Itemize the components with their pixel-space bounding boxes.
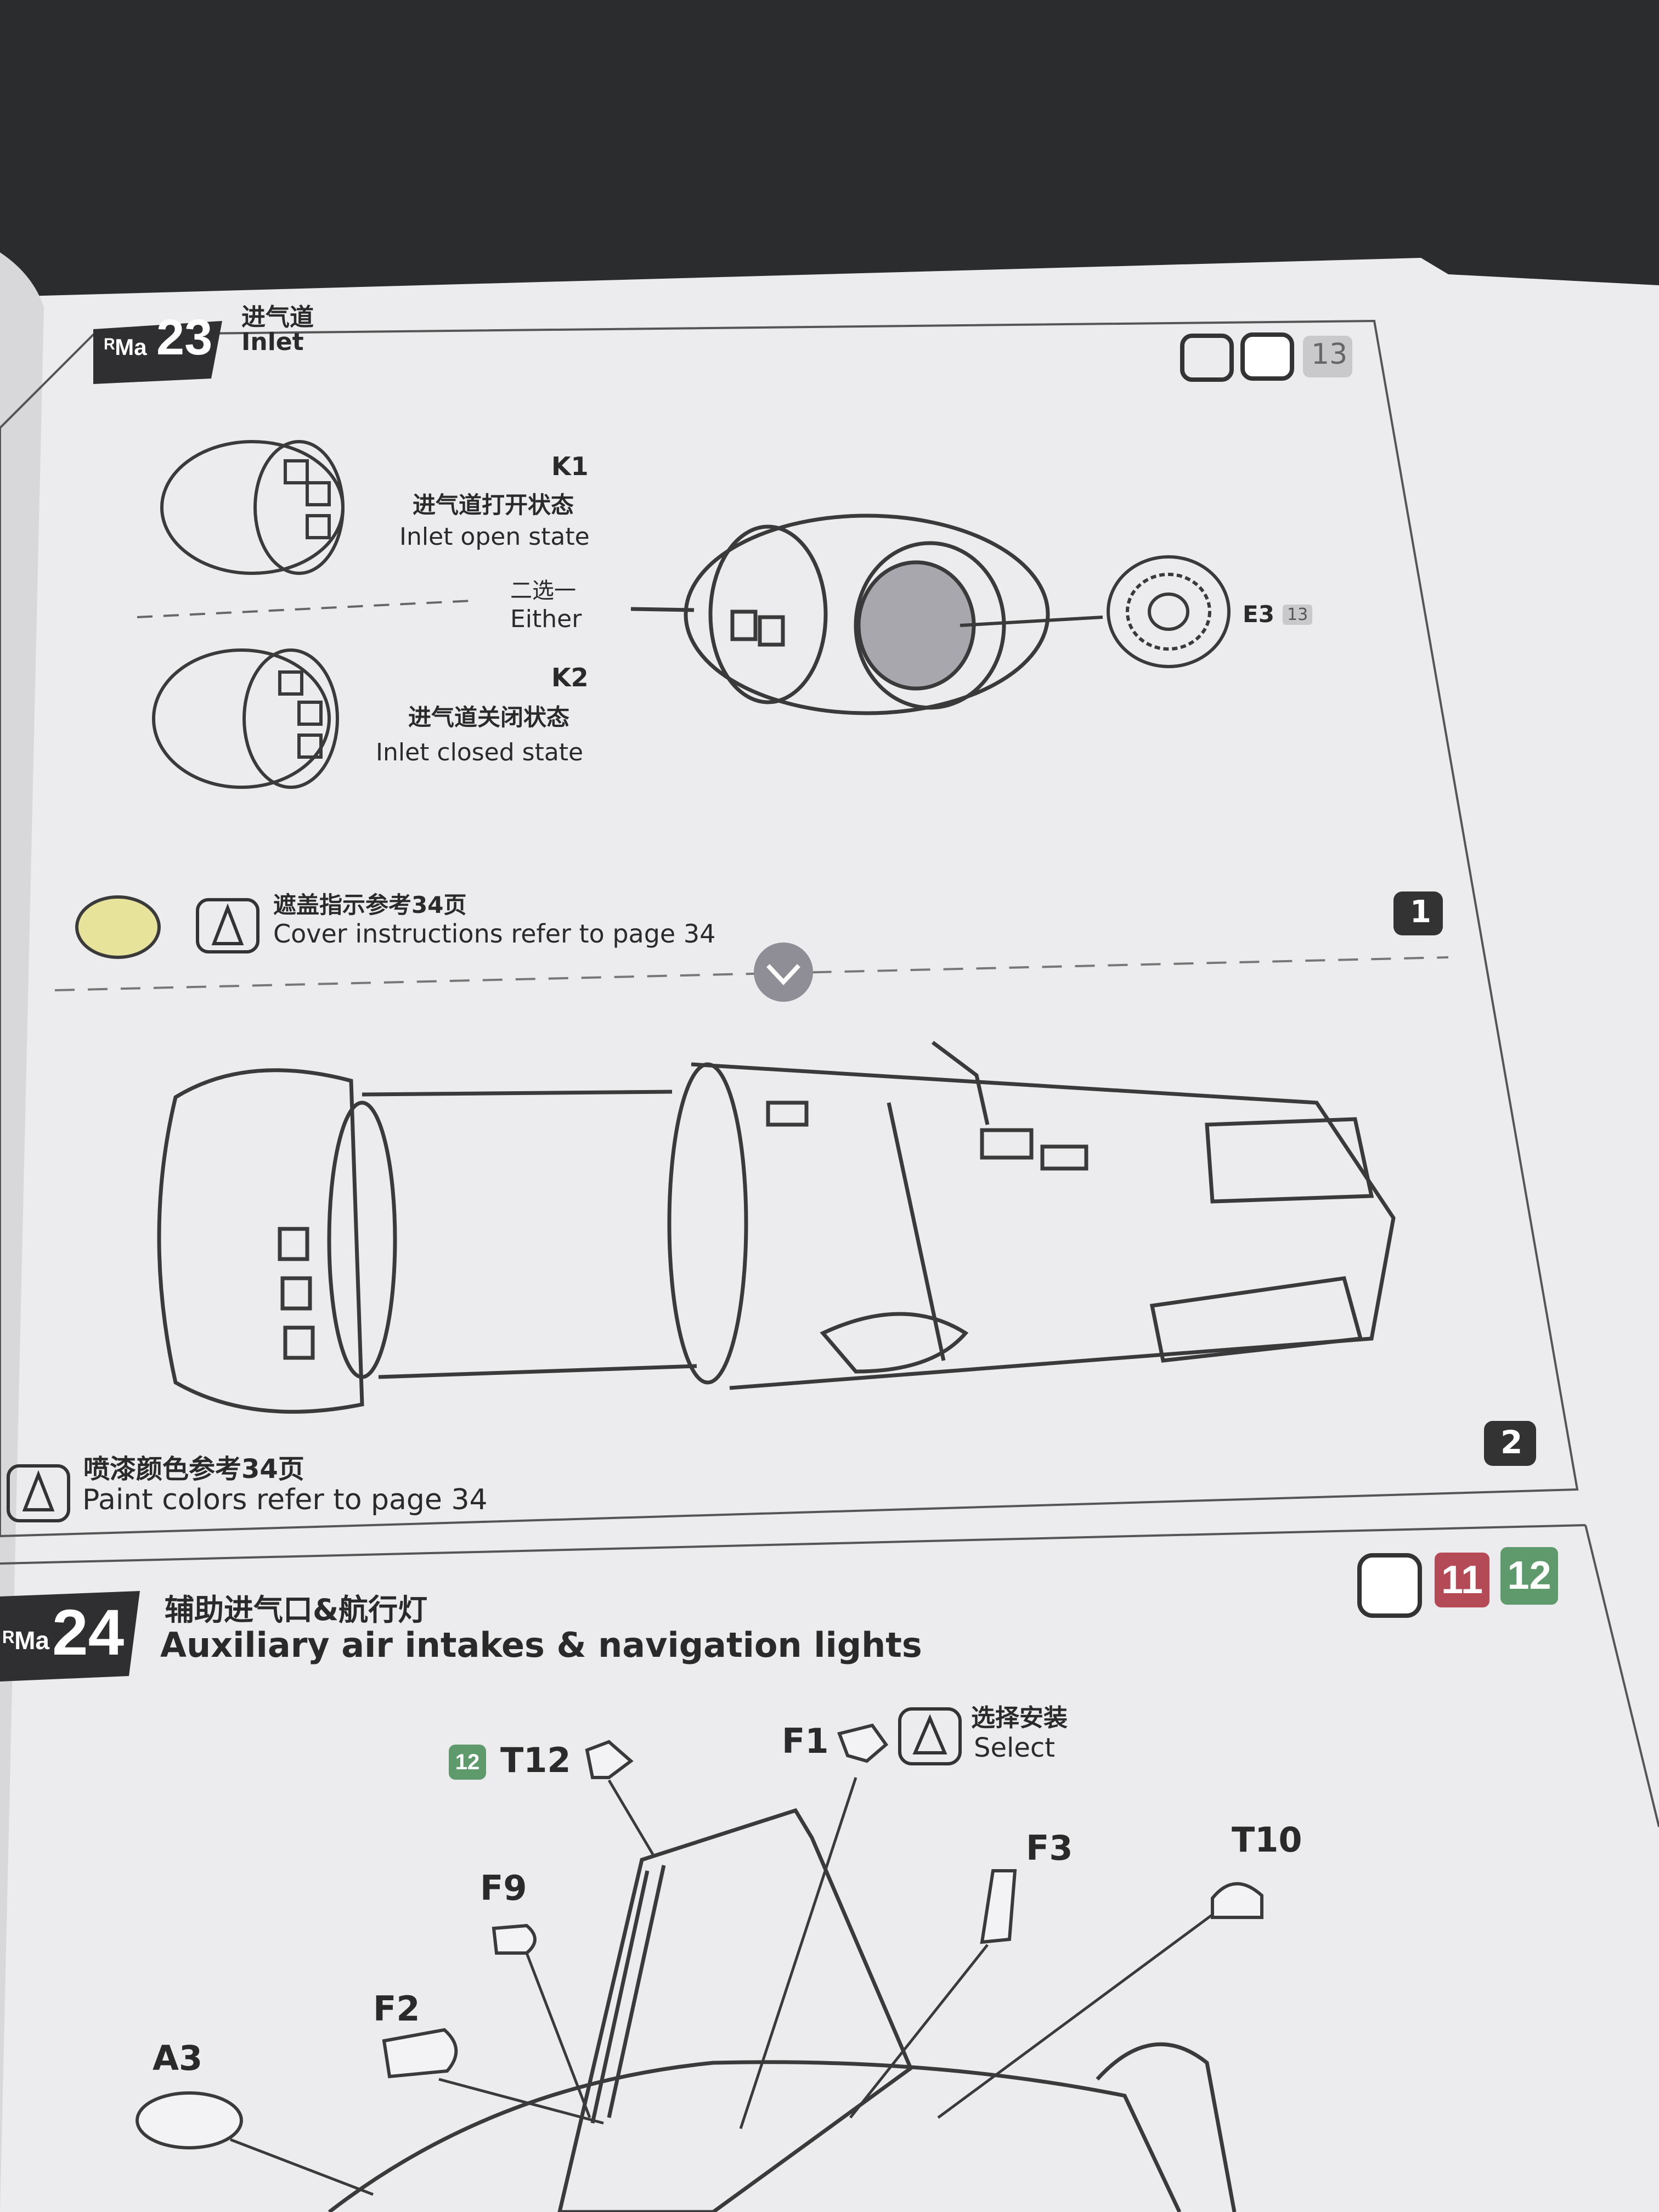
step24-title-en: Auxiliary air intakes & navigation light…: [160, 1625, 922, 1665]
header-badge-box: [1303, 336, 1352, 377]
instruction-page: [0, 258, 1659, 2212]
t12-badge: 12: [449, 1745, 486, 1780]
step23-title-cn: 进气道: [241, 303, 314, 331]
step24-title-cn: 辅助进气口&航行灯: [165, 1593, 428, 1627]
k2-label: K2: [551, 663, 589, 692]
t10-label: T10: [1232, 1820, 1302, 1860]
step24-header-block: [0, 1591, 140, 1681]
wing-drawing: [328, 1808, 1237, 2212]
f2-label: F2: [373, 1989, 420, 2029]
substep1-badge-shape: [1393, 891, 1443, 935]
masking-part-drawing: [75, 895, 161, 959]
decal-part-icon: [1240, 332, 1294, 381]
warning-icon-cover: [196, 898, 259, 953]
left-page-edge: [0, 252, 44, 2212]
either-cn: 二选一: [510, 578, 576, 603]
step23-header-block: [93, 321, 222, 384]
substep2-badge-shape: [1484, 1421, 1536, 1466]
inlet-open-drawing: [160, 440, 345, 575]
step23-title-en: Inlet: [241, 328, 304, 356]
select-en: Select: [974, 1733, 1056, 1763]
step23-number: 23: [156, 309, 213, 365]
step23-brand: ᴿMa: [104, 334, 147, 360]
substep2-number: 2: [1500, 1424, 1523, 1461]
cover-en: Cover instructions refer to page 34: [273, 919, 716, 949]
fuselage-drawing: [667, 1041, 1396, 1390]
k2-en: Inlet closed state: [376, 738, 584, 766]
e3-label: E3: [1243, 601, 1274, 628]
step24-brand: ᴿMa: [3, 1626, 50, 1655]
step24-number: 24: [52, 1596, 125, 1669]
step23-frame: [0, 319, 1579, 1538]
inlet-main-drawing: [630, 514, 1050, 715]
e3-badge: 13: [1283, 605, 1313, 625]
parts-drawing: [136, 1723, 1263, 2149]
k1-label: K1: [551, 452, 589, 481]
header-badge-number: 13: [1311, 338, 1348, 371]
badge-red: 11: [1435, 1553, 1489, 1607]
e3-disc-drawing: [960, 555, 1231, 668]
paint-cn: 喷漆颜色参考34页: [83, 1454, 304, 1485]
inlet-duct-drawing: [157, 1068, 697, 1414]
either-divider: [137, 600, 472, 618]
k1-cn: 进气道打开状态: [413, 492, 574, 518]
cover-cn: 遮盖指示参考34页: [273, 891, 467, 918]
k2-cn: 进气道关闭状态: [408, 704, 570, 731]
f9-label: F9: [480, 1868, 527, 1908]
f1-label: F1: [782, 1721, 829, 1761]
k1-en: Inlet open state: [399, 523, 590, 551]
warning-icon-paint: [7, 1464, 70, 1522]
f3-label: F3: [1026, 1828, 1073, 1868]
t12-label: T12: [500, 1740, 571, 1780]
a3-label: A3: [153, 2038, 203, 2078]
paint-en: Paint colors refer to page 34: [82, 1483, 488, 1516]
unpainted-part-icon: [1180, 334, 1234, 382]
substep1-number: 1: [1410, 894, 1431, 930]
inlet-closed-drawing: [152, 648, 339, 789]
select-cn: 选择安装: [971, 1704, 1068, 1732]
either-en: Either: [510, 605, 582, 633]
leader-lines: [230, 1777, 1214, 2196]
decal-part-icon-24: [1357, 1553, 1422, 1618]
substep-divider: [54, 956, 1449, 991]
badge-green: 12: [1500, 1547, 1558, 1605]
warning-icon-select: [898, 1707, 962, 1765]
chevron-down-icon: [754, 943, 813, 1002]
step24-frame-right: [1584, 1525, 1659, 1827]
step24-frame-top: [0, 1524, 1586, 1565]
